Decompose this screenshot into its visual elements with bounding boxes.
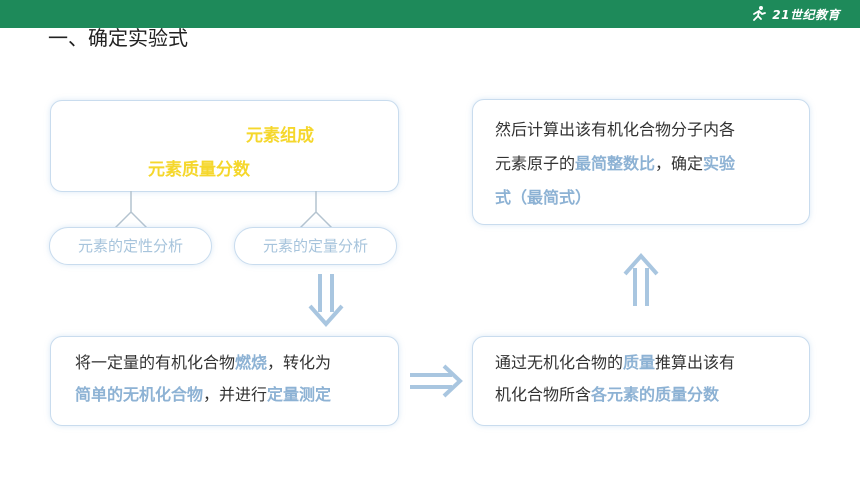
page-title: 一、确定实验式 xyxy=(48,26,188,50)
double-up-arrow xyxy=(623,252,659,306)
qualitative-analysis-pill: 元素的定性分析 xyxy=(49,227,212,265)
element-mass-fraction-label: 元素质量分数 xyxy=(148,160,250,180)
experimental-highlight: 实验 xyxy=(703,154,736,173)
quantitative-analysis-pill: 元素的定量分析 xyxy=(234,227,397,265)
brand-logo: 21世纪教育 xyxy=(750,4,840,24)
formula-text-2: 元素原子的 xyxy=(495,154,576,173)
element-composition-box: 元素组成 元素质量分数 xyxy=(50,100,399,192)
formula-text-3: ，确定 xyxy=(655,154,704,173)
mass-text-1: 通过无机化合物的 xyxy=(495,353,624,372)
quantitative-measure-highlight: 定量测定 xyxy=(267,385,332,404)
combustion-highlight: 燃烧 xyxy=(235,353,268,372)
element-composition-label: 元素组成 xyxy=(246,126,314,146)
header-bar: 21世纪教育 xyxy=(0,0,860,28)
double-down-arrow xyxy=(308,274,344,328)
combustion-text-3: ，并进行 xyxy=(203,385,268,404)
runner-logo-icon xyxy=(753,6,767,21)
combustion-text-2: ，转化为 xyxy=(267,353,332,372)
simplest-formula-highlight: 式（最简式） xyxy=(495,188,592,207)
empirical-formula-box: 然后计算出该有机化合物分子内各 元素原子的最简整数比，确定实验 式（最简式） xyxy=(472,99,810,225)
mass-text-2: 推算出该有 xyxy=(655,353,736,372)
simplest-ratio-highlight: 最简整数比 xyxy=(575,154,656,173)
mass-highlight: 质量 xyxy=(623,353,656,372)
mass-text-3: 机化合物所含 xyxy=(495,385,592,404)
inorganic-compound-highlight: 简单的无机化合物 xyxy=(75,385,204,404)
logo-text: 21世纪教育 xyxy=(772,7,840,22)
combustion-box: 将一定量的有机化合物燃烧，转化为 简单的无机化合物，并进行定量测定 xyxy=(50,336,399,426)
combustion-text-1: 将一定量的有机化合物 xyxy=(75,353,236,372)
element-mass-fraction-highlight: 各元素的质量分数 xyxy=(591,385,720,404)
formula-text-1: 然后计算出该有机化合物分子内各 xyxy=(495,120,736,139)
mass-calculation-box: 通过无机化合物的质量推算出该有 机化合物所含各元素的质量分数 xyxy=(472,336,810,426)
double-right-arrow xyxy=(410,364,463,398)
